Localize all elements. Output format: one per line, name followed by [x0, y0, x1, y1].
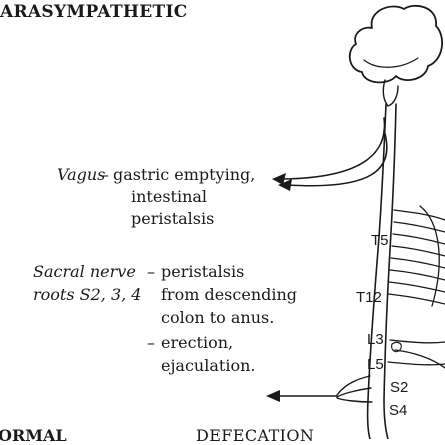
footer-right-heading: DEFECATION — [196, 428, 314, 444]
sacral-effect-2-line-1: erection, — [161, 335, 233, 351]
sympathetic-fan-4 — [392, 246, 445, 256]
sympathetic-fan-5 — [391, 258, 445, 268]
sacral-nerve-label-line-1: Sacral nerve — [33, 264, 136, 280]
level-label-l3: L3 — [367, 332, 384, 347]
level-label-s2: S2 — [390, 380, 408, 395]
level-label-t12: T12 — [356, 290, 382, 305]
level-label-t5: T5 — [371, 233, 389, 248]
sacral-nerve-label-line-2: roots S2, 3, 4 — [33, 287, 141, 303]
brain-outline — [350, 6, 442, 83]
sympathetic-fan-1 — [394, 210, 445, 220]
vagus-effect-line-2: intestinal — [131, 189, 207, 205]
vagus-nerve-upper — [282, 118, 384, 179]
sacral-loop-upper — [395, 350, 445, 368]
vagus-effect-line-3: peristalsis — [131, 211, 214, 227]
vagus-effect-line-1: gastric emptying, — [113, 167, 255, 183]
brain-fold — [364, 58, 418, 67]
sympathetic-fan-8 — [388, 294, 445, 304]
sacral-nerve-s2 — [337, 376, 370, 395]
brainstem-outline — [383, 80, 398, 106]
sympathetic-fan-2 — [394, 222, 445, 232]
sacral-effect-1-line-1: peristalsis — [161, 264, 244, 280]
sympathetic-fan-outline — [420, 206, 439, 306]
sacral-nerve-s4 — [337, 398, 372, 402]
sacral-dash-2: – — [147, 335, 155, 351]
sacral-effect-1-line-3: colon to anus. — [161, 310, 274, 326]
sympathetic-fan-6 — [390, 270, 445, 280]
section-title: ARASYMPATHETIC — [0, 4, 188, 21]
sacral-arrowhead — [266, 390, 280, 402]
sacral-effect-1-line-2: from descending — [161, 287, 297, 303]
vagus-nerve-label: Vagus — [57, 167, 105, 183]
vagus-dash: – — [101, 167, 109, 183]
footer-left-heading: ORMAL — [0, 428, 67, 444]
sacral-effect-2-line-2: ejaculation. — [161, 358, 255, 374]
level-label-l5: L5 — [367, 357, 384, 372]
level-label-s4: S4 — [389, 403, 407, 418]
sacral-dash-1: – — [147, 264, 155, 280]
